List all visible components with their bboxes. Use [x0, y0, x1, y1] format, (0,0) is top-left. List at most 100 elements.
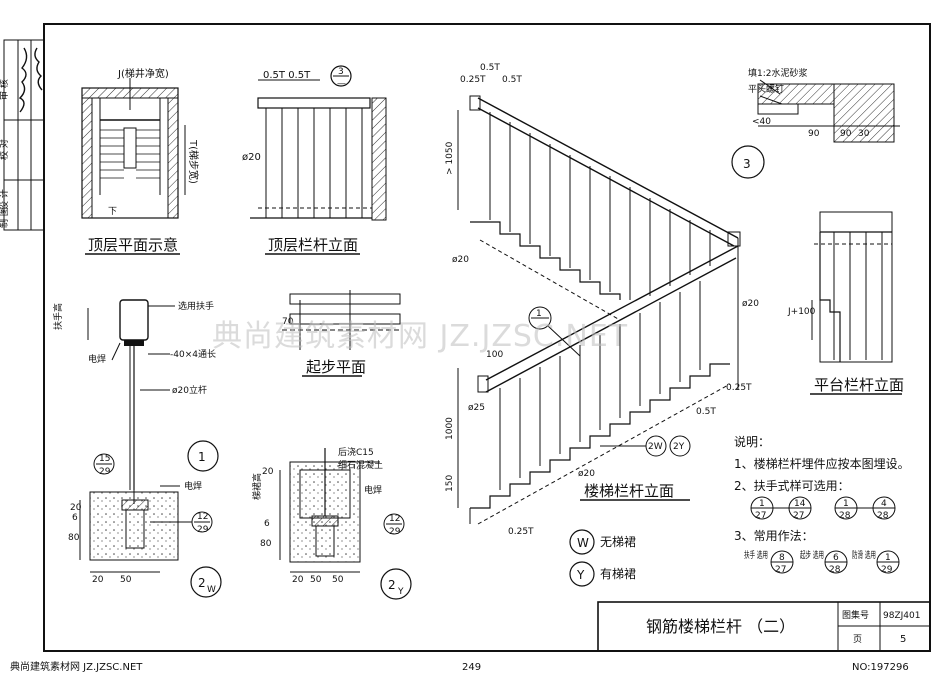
footer-page: 249 [462, 662, 481, 673]
svg-text:—: — [337, 79, 346, 89]
section2y-ref-bot: 29 [389, 527, 401, 537]
section3-mortar: 填1:2水泥砂浆 [748, 67, 808, 79]
stair-dim-1000: 1000 [445, 417, 455, 440]
page-number: 5 [900, 634, 906, 645]
stair-dim-100: 100 [486, 350, 503, 360]
section2y-dim-6: 6 [264, 519, 270, 529]
section2w-ref-bot: 29 [197, 525, 209, 535]
footer-site: 典尚建筑素材网 JZ.JZSC.NET [10, 660, 143, 673]
legend-y-text: 有梯裙 [600, 567, 636, 581]
section2y-concrete: 细石混凝土 [338, 459, 383, 471]
signature-scribble [18, 47, 43, 113]
top-plan-t-label: T(梯步宽) [187, 139, 200, 184]
platform-dim: J+100 [787, 307, 816, 317]
ref-a-top: 1 [759, 499, 765, 509]
top-plan-j-label: J(梯井净宽) [117, 67, 169, 80]
stair-dim-25: ø25 [468, 403, 485, 413]
ref-c-top: 1 [843, 499, 849, 509]
sheet-title: 钢筋楼梯栏杆 （二） [646, 617, 795, 636]
legend-y-mark: Y [576, 568, 585, 582]
section1-marker: 1 [198, 450, 206, 464]
usage-1-bot: 27 [775, 565, 786, 575]
role-check: 校 对 [0, 139, 10, 160]
stair-dim-1050: > 1050 [445, 141, 455, 175]
svg-text:3: 3 [338, 67, 344, 77]
section3-marker: 3 [743, 157, 751, 171]
page-label: 页 [853, 634, 862, 645]
title-block [597, 601, 931, 652]
section2w-dim-20b: 20 [92, 575, 104, 585]
section2y-marker: 2 [388, 578, 396, 592]
role-draw: 制 图 [0, 207, 10, 228]
section1-handrail: 选用扶手 [178, 300, 214, 312]
stair-callout-1: 1 [536, 309, 542, 319]
stair-bar-left: ø20 [452, 255, 469, 265]
stair-elevation-title: 楼梯栏杆立面 [584, 482, 674, 500]
top-plan-title: 顶层平面示意 [88, 236, 178, 254]
section2y-dim-50b: 50 [332, 575, 344, 585]
section1-post: ø20立杆 [172, 384, 207, 396]
stair-dim-bot-025t: 0.25T [508, 527, 534, 537]
section-3-detail [731, 79, 900, 179]
ref-b-top: 14 [794, 499, 806, 509]
ref-c-bot: 28 [839, 511, 851, 521]
section2y-dim-50: 50 [310, 575, 322, 585]
section-2y-detail [279, 448, 412, 600]
section2w-weld: 电焊 [184, 480, 202, 492]
section3-dim-30: 30 [858, 129, 870, 139]
callout-2y: 2Y [673, 442, 685, 452]
section2w-dim-6: 6 [72, 513, 78, 523]
section2y-edge: 梯裙高 [251, 473, 263, 500]
section2w-ref-top: 12 [197, 512, 208, 522]
stair-bar-right: ø20 [742, 299, 759, 309]
top-plan-view [81, 78, 186, 219]
footer-number: NO:197296 [852, 662, 909, 673]
section2w-marker: 2 [198, 576, 206, 590]
top-railing-bar: ø20 [242, 152, 261, 163]
section3-screw: 平头螺钉 [748, 84, 784, 95]
ref-d-top: 4 [881, 499, 887, 509]
start-plan-dim: 70 [282, 317, 294, 327]
ref-b-bot: 27 [793, 511, 804, 521]
section1-ref-top: 15 [99, 454, 110, 464]
section3-dim-90a: 90 [808, 129, 820, 139]
notes-handrail-refs [750, 496, 896, 520]
legend-markers [569, 529, 595, 587]
stair-dim-mid-05t: 0.5T [696, 407, 716, 417]
legend-w-mark: W [577, 536, 589, 550]
atlas-number: 98ZJ401 [883, 611, 920, 621]
usage-3-top: 1 [885, 553, 891, 563]
elevation-callouts [600, 435, 691, 457]
legend-w-text: 无梯裙 [600, 535, 636, 549]
ref-d-bot: 28 [877, 511, 889, 521]
stair-dim-150: 150 [445, 475, 455, 492]
usage-2-bot: 28 [829, 565, 841, 575]
usage-3-bot: 29 [881, 565, 893, 575]
atlas-label: 图集号 [842, 609, 869, 621]
section3-dim-90b: 90 [840, 129, 852, 139]
section2w-dim-20: 20 [70, 503, 82, 513]
notes-usage-refs [770, 550, 900, 574]
platform-railing-elevation [811, 211, 893, 363]
callout-2w: 2W [648, 442, 663, 452]
usage-label-3: 防滑 选用 [852, 549, 876, 561]
stair-railing-elevation [457, 95, 741, 525]
top-railing-dim: 0.5T 0.5T [263, 70, 311, 81]
section2w-dim-50: 50 [120, 575, 132, 585]
section2y-dim-20: 20 [262, 467, 274, 477]
usage-2-top: 6 [833, 553, 839, 563]
stair-dim-top-025t: 0.25T [460, 75, 486, 85]
start-plan [282, 290, 401, 350]
section2y-ref-top: 12 [389, 514, 400, 524]
section1-ref-bot: 29 [99, 467, 111, 477]
top-railing-title: 顶层栏杆立面 [268, 236, 358, 254]
section2y-marker-sub: Y [397, 587, 404, 597]
role-review: 审 核 [0, 79, 10, 100]
section2w-dim-80: 80 [68, 533, 80, 543]
section1-weld: 电焊 [88, 353, 106, 365]
platform-title: 平台栏杆立面 [814, 376, 904, 394]
signature-strip [3, 39, 45, 231]
notes-heading: 说明： [734, 434, 770, 449]
